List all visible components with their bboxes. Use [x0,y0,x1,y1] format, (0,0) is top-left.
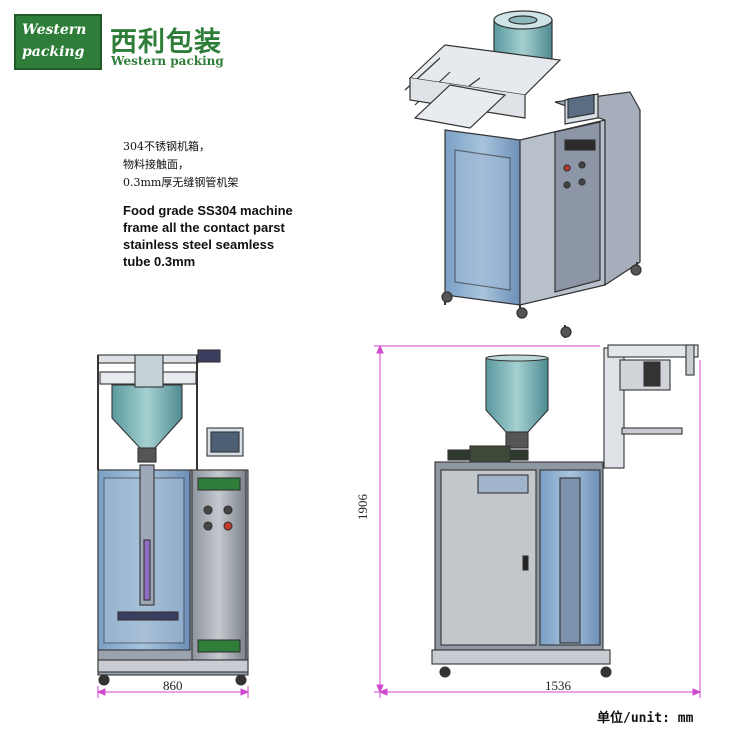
note-en-line-4: tube 0.3mm [123,254,196,269]
height-dimension [374,344,600,694]
side-view [431,344,699,678]
note-en-line-2: frame all the contact parst [123,220,285,235]
note-cn-line-3: 0.3mm厚无缝钢管机架 [123,176,239,189]
logo-line-2: packing [22,44,85,60]
brand-logo: Western packing [14,14,102,70]
unit-label: 单位/unit: mm [597,711,694,726]
note-cn-line-1: 304不锈钢机箱， [123,140,210,153]
note-en-line-3: stainless steel seamless [123,237,275,252]
front-width-dimension [96,686,250,698]
logo-line-1: Western [22,22,87,38]
side-width-label: 1536 [545,678,571,693]
note-en-line-1: Food grade SS304 machine [123,203,293,218]
note-cn-line-2: 物料接触面， [123,158,189,171]
height-label: 1906 [355,494,370,520]
isometric-view [404,10,642,338]
brand-chinese-name: 西利包装 [110,27,222,58]
front-view [97,349,249,686]
front-width-label: 860 [163,678,183,693]
side-width-dimension [378,360,702,698]
brand-english-name: Western packing [111,54,224,68]
